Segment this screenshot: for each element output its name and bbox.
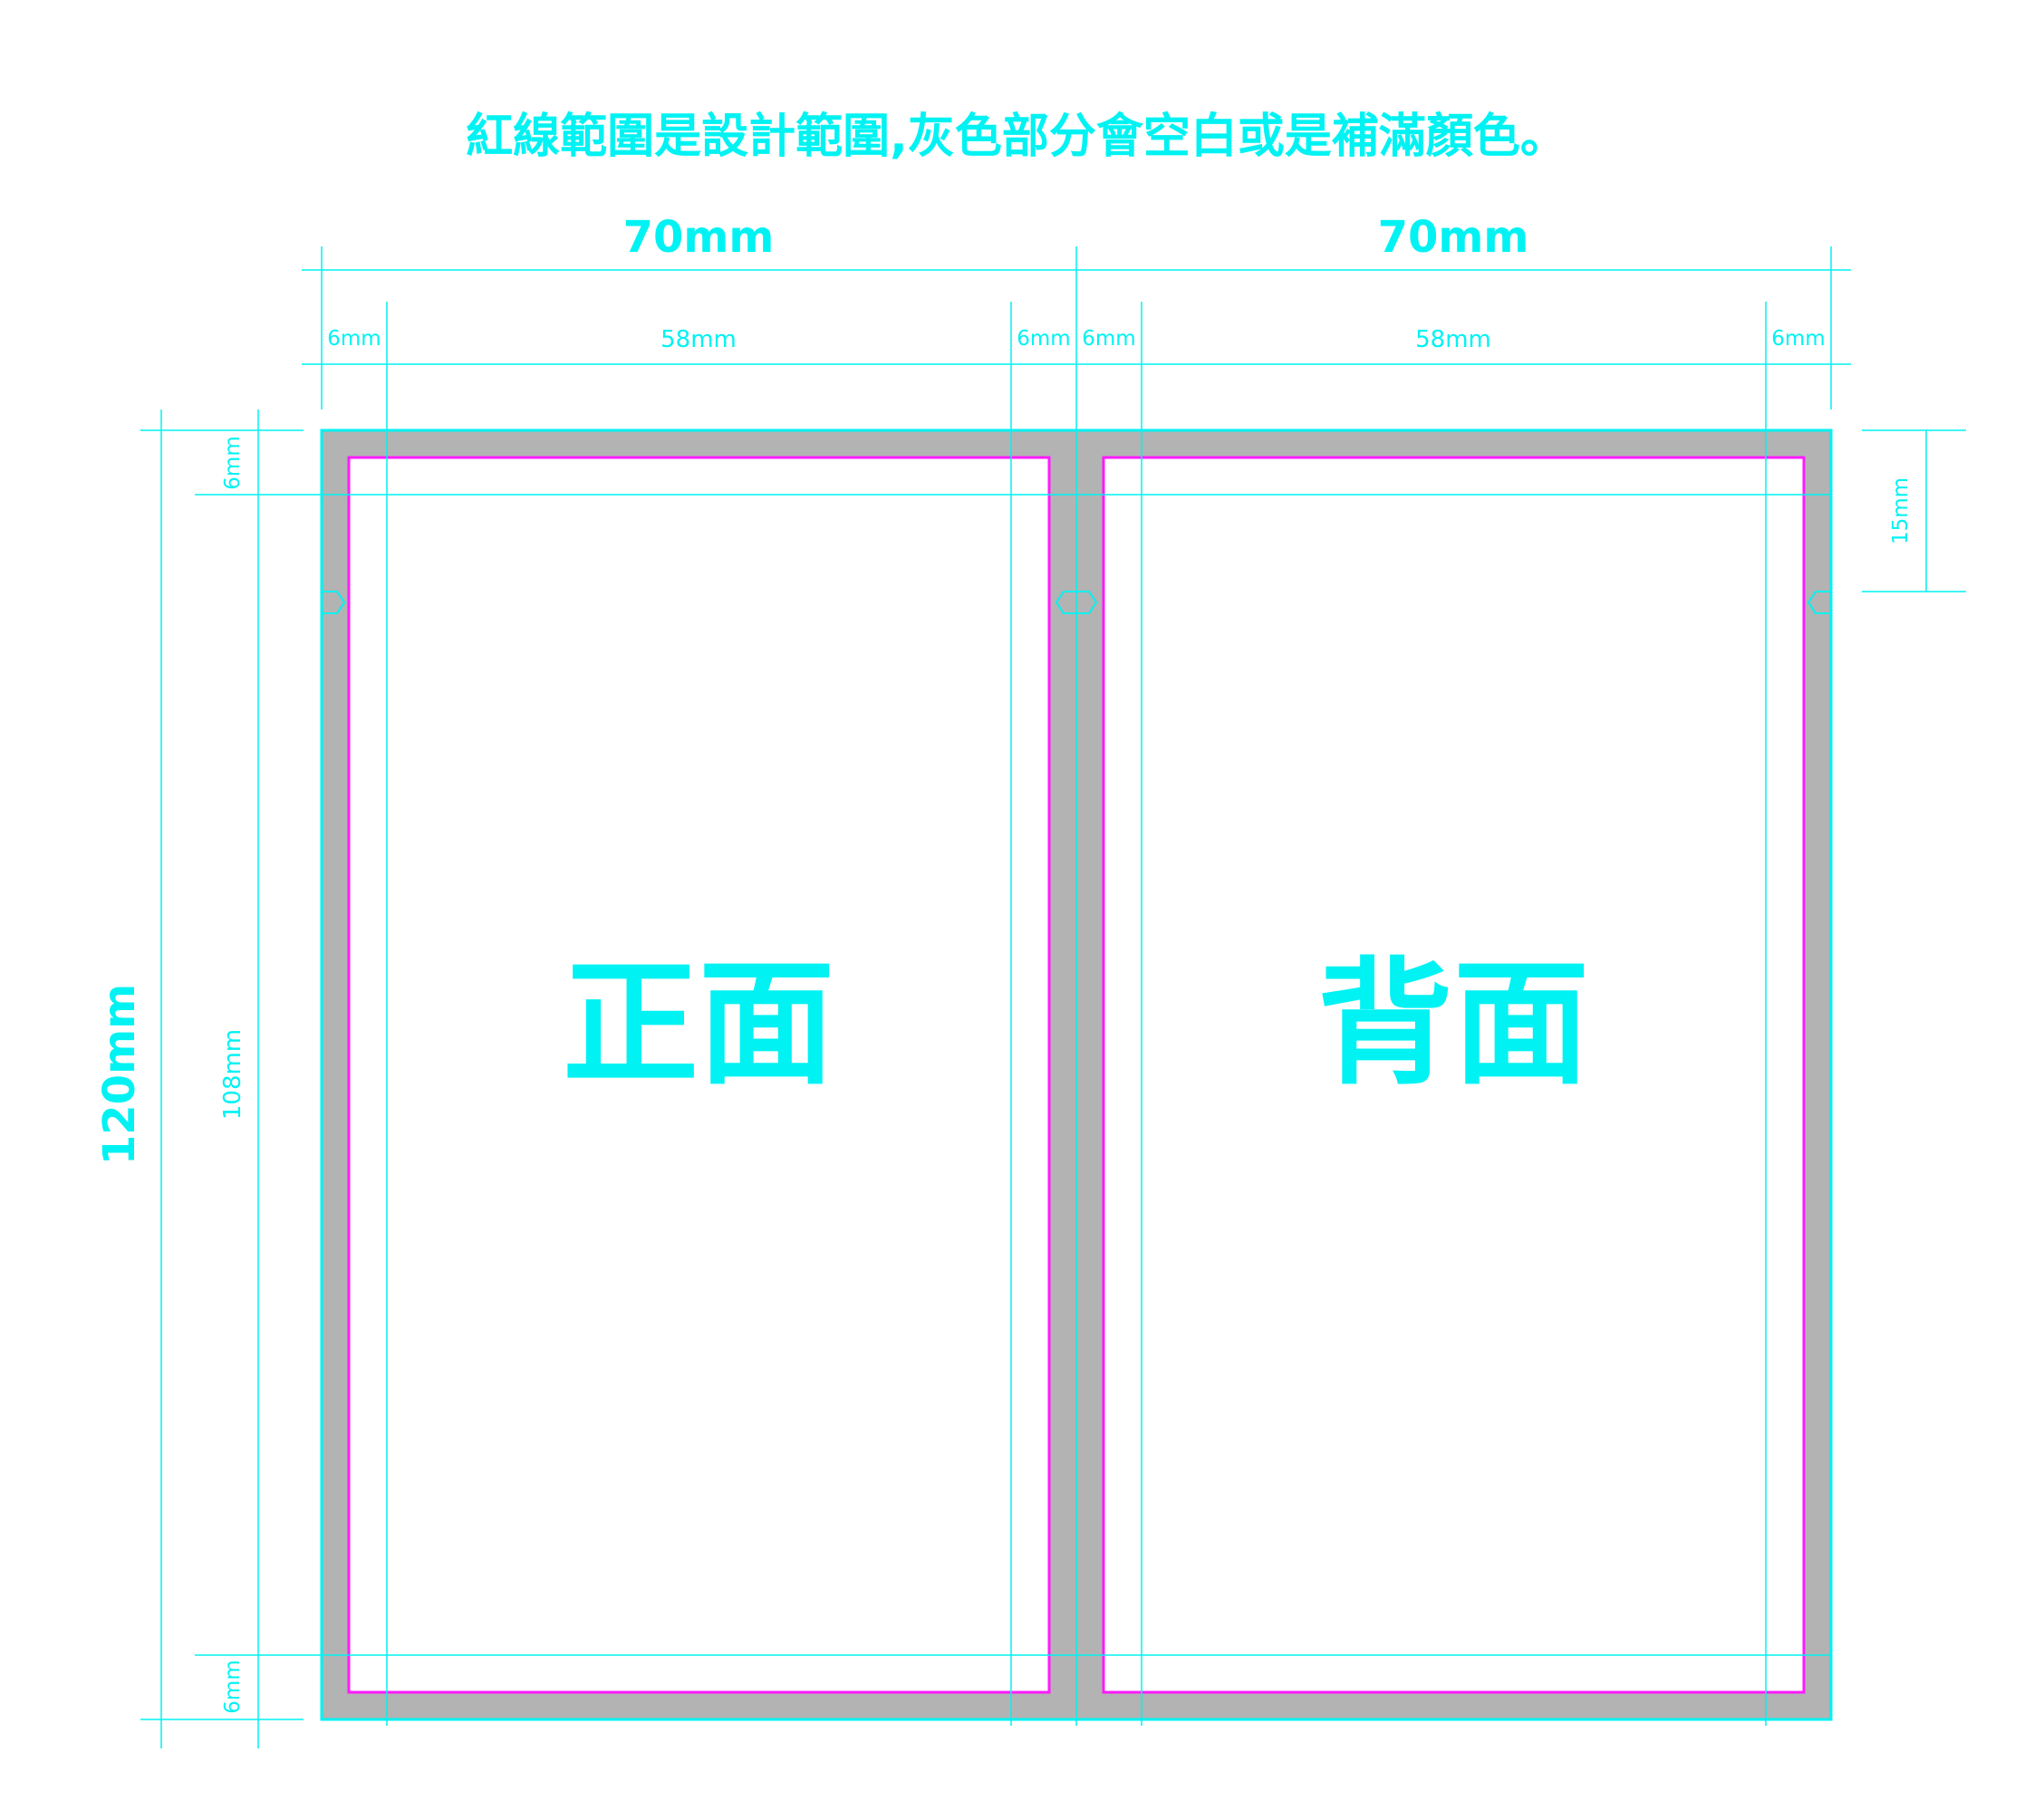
right-notch-icon: [1807, 591, 1830, 614]
back-left-margin-label: 6mm: [1082, 327, 1135, 351]
back-right-margin-label: 6mm: [1771, 327, 1825, 351]
inner-height-label: 108mm: [219, 1029, 246, 1120]
total-height-label: 120mm: [94, 984, 145, 1165]
notch-offset-label: 15mm: [1889, 477, 1913, 544]
instruction-title: 紅線範圍是設計範圍,灰色部分會空白或是補滿顏色。: [466, 110, 1567, 164]
front-right-margin-label: 6mm: [1017, 327, 1070, 351]
top-margin-label: 6mm: [221, 436, 245, 489]
back-inner-width-label: 58mm: [1415, 326, 1491, 353]
front-design-area: [347, 456, 1051, 1694]
guide-lines: [140, 246, 1966, 1748]
bottom-margin-label: 6mm: [221, 1660, 245, 1713]
front-face-label: 正面: [563, 946, 834, 1103]
front-panel: [322, 430, 1076, 1719]
left-notch-icon: [323, 591, 346, 614]
back-width-label: 70mm: [1378, 212, 1529, 263]
back-panel: [1076, 430, 1831, 1719]
notch-markers: [323, 591, 1830, 614]
back-face-label: 背面: [1317, 946, 1589, 1103]
center-notch-icon: [1055, 591, 1098, 614]
front-width-label: 70mm: [623, 212, 775, 263]
back-design-area: [1102, 456, 1806, 1694]
front-left-margin-label: 6mm: [327, 327, 381, 351]
front-inner-width-label: 58mm: [660, 326, 737, 353]
